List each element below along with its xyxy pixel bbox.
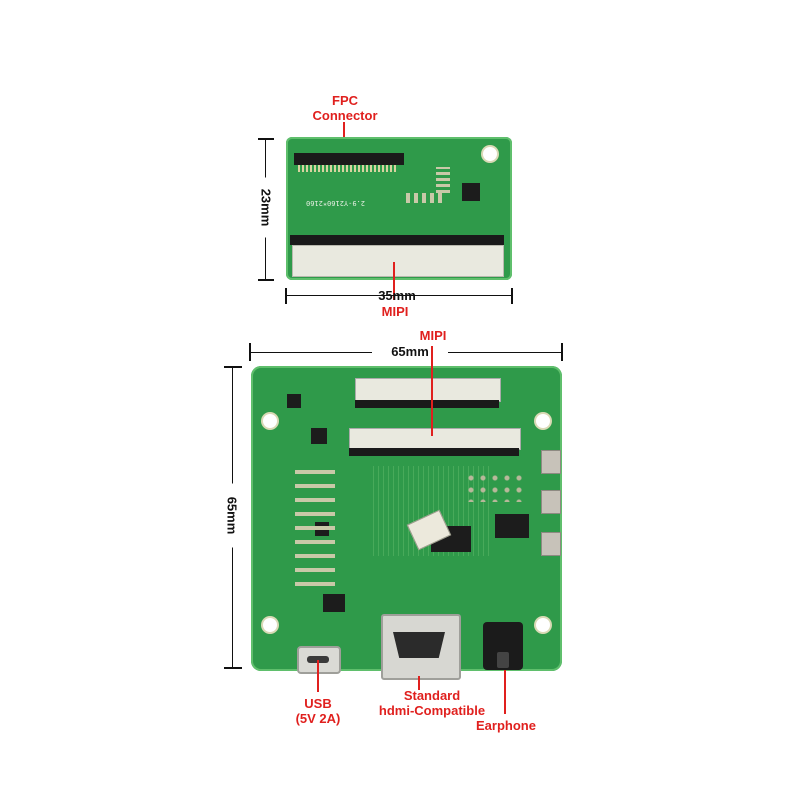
hdmi-label: Standard hdmi-Compatible: [376, 688, 488, 718]
top-width-dim-cap-left: [285, 288, 287, 304]
bottom-mount-hole-br: [536, 618, 550, 632]
bottom-chip-b: [311, 428, 327, 444]
bottom-mount-hole-bl: [263, 618, 277, 632]
fpc-label-line1: FPC: [332, 93, 358, 108]
top-mipi-label: MIPI: [381, 304, 409, 319]
usb-pointer: [317, 660, 319, 692]
bottom-height-dim-cap-bottom: [224, 667, 242, 669]
bottom-chip-d: [323, 594, 345, 612]
bottom-mipi-pointer: [431, 346, 433, 436]
top-mipi-connector: [290, 235, 504, 245]
bottom-mipi-connector-1-body: [355, 400, 499, 408]
top-width-dim-line: [286, 295, 512, 296]
bottom-width-dim-cap-left: [249, 343, 251, 361]
bottom-mipi-connector-1: [355, 378, 501, 402]
hdmi-port-opening: [393, 632, 445, 658]
bottom-pcb-board: [251, 366, 562, 680]
top-width-dim-text: 35mm: [378, 288, 416, 303]
bottom-width-dim-text: 65mm: [372, 344, 448, 359]
top-pads-row: [406, 193, 446, 203]
top-height-dim-cap-top: [258, 138, 274, 140]
bottom-width-dim-cap-right: [561, 343, 563, 361]
bottom-mount-hole-tl: [263, 414, 277, 428]
hdmi-port[interactable]: [381, 614, 461, 680]
hdmi-label-line1: Standard: [403, 688, 461, 703]
earphone-jack[interactable]: [483, 622, 523, 670]
top-height-dim-text: 23mm: [258, 177, 274, 238]
usb-label-line2: (5V 2A): [295, 711, 341, 726]
bottom-mount-hole-tr: [536, 414, 550, 428]
usb-label: USB (5V 2A): [278, 696, 358, 726]
top-mipi-pointer: [393, 262, 395, 300]
top-fpc-connector-pins: [298, 165, 398, 172]
hdmi-pointer: [418, 676, 420, 690]
top-height-dim-cap-bottom: [258, 279, 274, 281]
top-ic-chip: [462, 183, 480, 201]
bottom-height-dim-cap-top: [224, 366, 242, 368]
bottom-mipi-label: MIPI: [419, 328, 447, 343]
bottom-component-strip: [295, 466, 335, 586]
bottom-button-1[interactable]: [541, 450, 561, 474]
bottom-pad-grid: [465, 472, 525, 502]
top-width-dim-cap-right: [511, 288, 513, 304]
bottom-height-dim-text: 65mm: [224, 483, 240, 548]
top-fpc-connector: [294, 153, 404, 165]
top-mipi-connector-lid: [292, 245, 504, 277]
fpc-connector-label: FPC Connector: [300, 93, 390, 123]
fpc-label-line2: Connector: [312, 108, 378, 123]
earphone-label: Earphone: [476, 718, 536, 733]
bottom-mipi-connector-2-body: [349, 448, 519, 456]
top-pcb-board: 2.9-Y2160*2160: [286, 137, 512, 280]
usb-port[interactable]: [297, 646, 341, 674]
top-pads-col: [436, 167, 450, 193]
bottom-button-3[interactable]: [541, 532, 561, 556]
earphone-pointer: [504, 670, 506, 714]
earphone-jack-socket: [497, 652, 509, 668]
bottom-button-2[interactable]: [541, 490, 561, 514]
usb-label-line1: USB: [304, 696, 332, 711]
hdmi-label-line2: hdmi-Compatible: [378, 703, 486, 718]
bottom-chip-right: [495, 514, 529, 538]
top-mount-hole: [483, 147, 497, 161]
top-silk-model: 2.9-Y2160*2160: [306, 199, 366, 207]
usb-port-slot: [307, 656, 329, 663]
bottom-mipi-connector-2: [349, 428, 521, 450]
bottom-chip-a: [287, 394, 301, 408]
